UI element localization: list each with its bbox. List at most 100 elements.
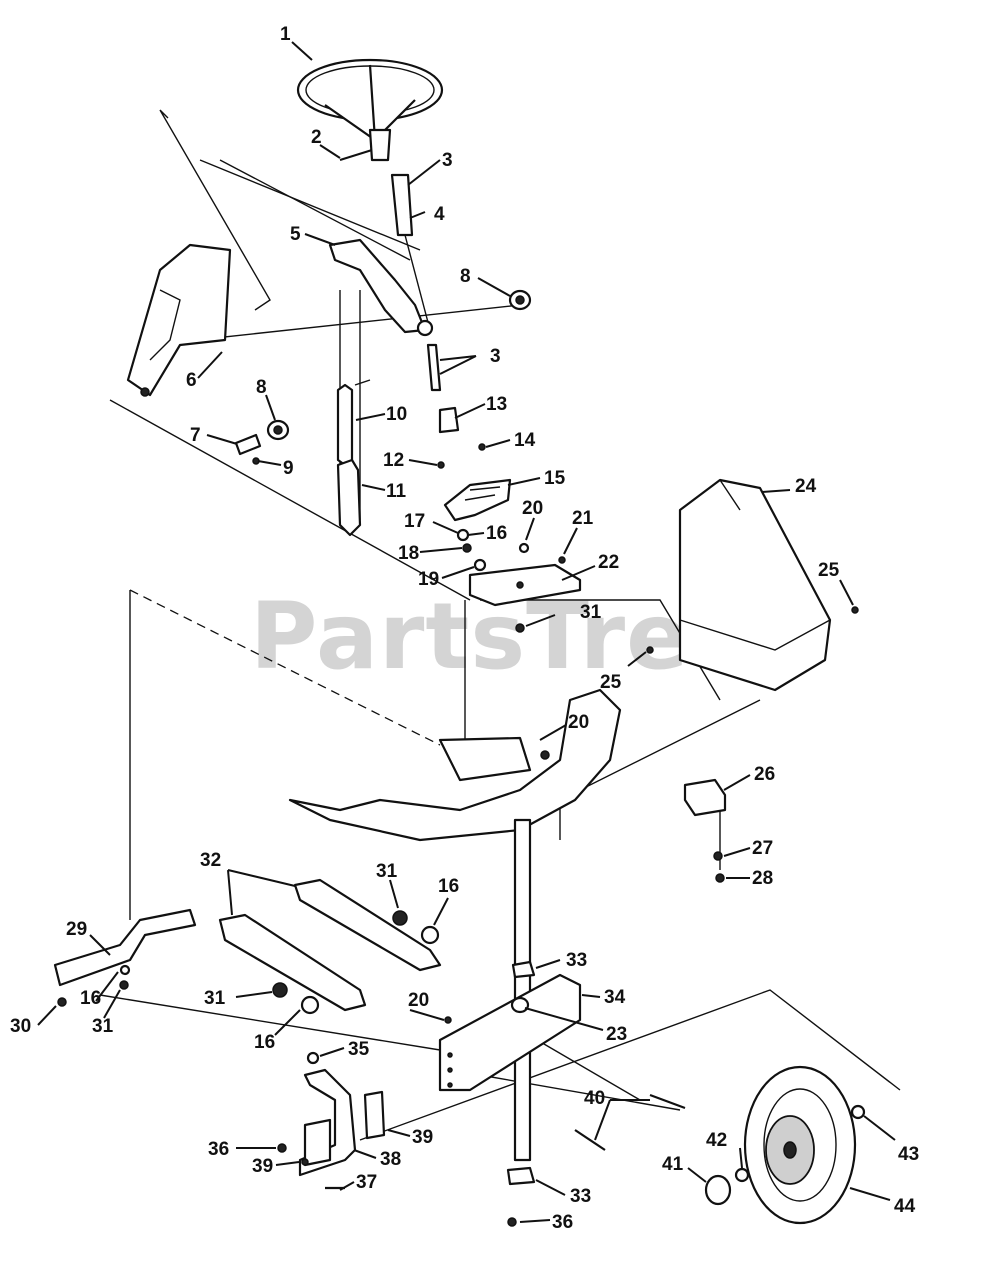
- steering-lever-eye: [416, 319, 434, 337]
- steering-arm-29: [53, 908, 197, 987]
- callout-label: 12: [383, 450, 404, 471]
- callout-label: 10: [386, 404, 407, 425]
- callout-label: 44: [894, 1196, 916, 1217]
- washer-part-16-lower: [300, 995, 320, 1015]
- arrow-31-upper: [525, 614, 556, 627]
- spindle-plate: [303, 1118, 332, 1167]
- arrow-16-arm: [95, 971, 119, 1002]
- callout-label: 23: [606, 1024, 627, 1045]
- tractor-frame: [288, 688, 622, 842]
- callout-label: 14: [514, 430, 536, 451]
- nut-part-20-frame: [540, 750, 550, 760]
- sector-gear-teeth: [464, 486, 501, 501]
- arrow-31-arm: [103, 989, 121, 1019]
- drag-link-lower: [336, 458, 362, 537]
- callout-label: 16: [80, 988, 101, 1009]
- arrow-12: [408, 459, 438, 466]
- spindle-assembly: [277, 1051, 386, 1190]
- bolt-part-14: [478, 443, 486, 451]
- bushing-part-31-rod: [392, 910, 408, 926]
- arrow-16-upper: [467, 532, 485, 536]
- washer-part-16-arm: [119, 964, 131, 976]
- dash-panel-bracket: [126, 243, 232, 397]
- arrow-7: [206, 434, 238, 445]
- sector-gear: [443, 478, 512, 522]
- callout-label: 22: [598, 552, 619, 573]
- callout-label: 39: [412, 1127, 433, 1148]
- steering-wheel-hub: [368, 128, 392, 162]
- arrow-33-lower: [535, 1179, 566, 1196]
- steering-shaft-upper: [390, 173, 414, 237]
- washer-part-28: [715, 873, 725, 883]
- axle-plane: [99, 989, 901, 1141]
- pin-part-2: [339, 148, 373, 162]
- console-shroud: [678, 478, 832, 692]
- arrow-8-lower: [265, 394, 276, 421]
- arrow-24: [761, 489, 791, 493]
- arrow-31-rod: [389, 879, 399, 909]
- nut-part-30: [57, 997, 67, 1007]
- callout-label: 24: [795, 476, 817, 497]
- spacer-part-7: [234, 433, 262, 456]
- callout-label: 11: [386, 481, 407, 502]
- bushing-upper: [508, 289, 532, 311]
- spindle-body: [298, 1068, 357, 1177]
- callout-label: 8: [460, 266, 471, 287]
- callout-label: 36: [208, 1139, 229, 1160]
- callout-label: 31: [204, 988, 226, 1009]
- callout-label: 37: [356, 1172, 377, 1193]
- callout-label: 20: [568, 712, 589, 733]
- arrow-29: [89, 934, 111, 956]
- bracket-part-39: [363, 1090, 386, 1140]
- arrow-18: [419, 547, 463, 553]
- arrow-25-right: [839, 579, 854, 606]
- pivot-bushing-23: [510, 996, 530, 1014]
- callout-arrows: [37, 41, 896, 1223]
- callout-label: 2: [311, 127, 322, 148]
- callout-label: 16: [486, 523, 507, 544]
- steering-shaft-lower: [426, 343, 442, 392]
- washer-part-17: [456, 528, 470, 542]
- callout-label: 33: [570, 1186, 591, 1207]
- callout-label: 31: [92, 1016, 114, 1037]
- clamp-part-33-lower: [506, 1166, 536, 1186]
- callout-label: 43: [898, 1144, 919, 1165]
- nut-part-27: [713, 851, 723, 861]
- callout-label: 13: [486, 394, 507, 415]
- arrow-41: [687, 1167, 707, 1183]
- axle-hole: [447, 1082, 453, 1088]
- callout-label: 20: [522, 498, 543, 519]
- steering-wheel: [296, 58, 444, 162]
- callout-label: 16: [438, 876, 459, 897]
- arrow-26: [723, 774, 751, 791]
- callout-label: 36: [552, 1212, 573, 1233]
- frame-pivot-plate: [438, 736, 532, 782]
- arrow-20-frame: [539, 724, 567, 741]
- callout-label: 8: [256, 377, 267, 398]
- arrow-38: [353, 1149, 377, 1159]
- arrow-1: [291, 41, 313, 61]
- arrow-6: [197, 351, 223, 379]
- arrow-27: [723, 847, 751, 857]
- shaft-centerline: [404, 234, 431, 331]
- arrow-3-lower: [439, 355, 477, 375]
- nut-part-36-lower: [507, 1217, 517, 1227]
- washer-part-20: [518, 542, 530, 554]
- callout-label: 19: [418, 569, 439, 590]
- arrow-33-upper: [535, 959, 561, 969]
- callout-label: 3: [490, 346, 501, 367]
- drag-link: [336, 379, 371, 537]
- drag-link-end: [354, 379, 371, 386]
- callout-label: 31: [580, 602, 602, 623]
- dash-panel-plane: [159, 109, 421, 311]
- arrow-21: [563, 527, 578, 555]
- arrow-25-left: [627, 651, 647, 667]
- bolt-part-40-lower: [574, 1129, 606, 1151]
- dash-bracket-slot: [149, 289, 181, 361]
- axle-hole: [447, 1052, 453, 1058]
- arrow-13: [454, 403, 486, 419]
- steering-support-plate: [468, 563, 582, 607]
- arrow-16-rod: [433, 897, 449, 926]
- front-wheel: [743, 1065, 857, 1225]
- tie-rod-upper: [293, 878, 442, 972]
